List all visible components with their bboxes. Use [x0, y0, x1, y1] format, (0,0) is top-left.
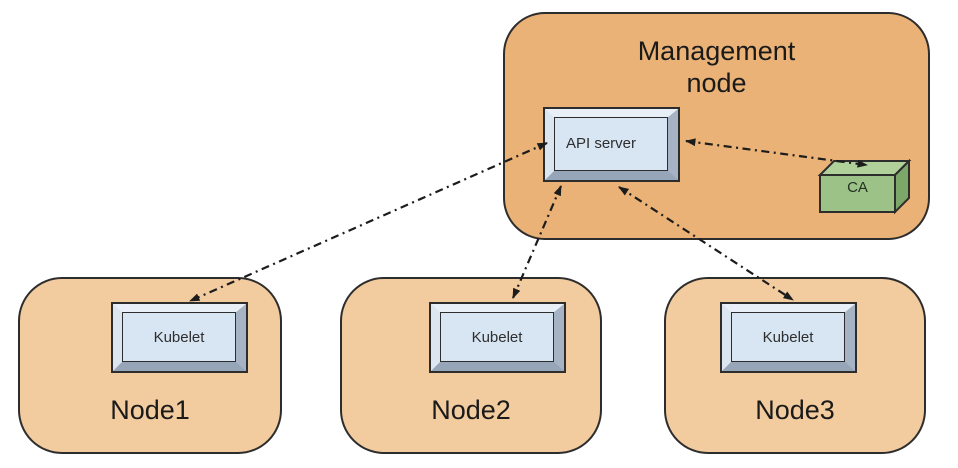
- api-server-label: API server: [566, 135, 637, 153]
- node1-label: Node1: [110, 395, 190, 425]
- node3-label: Node3: [755, 395, 835, 425]
- node2-label: Node2: [431, 395, 511, 425]
- kubelet-node2-face: Kubelet: [440, 312, 554, 362]
- kubelet-box-node2: Kubelet: [429, 302, 566, 373]
- kubelet-node1-label: Kubelet: [153, 328, 205, 346]
- api-server-box: API server: [543, 107, 680, 182]
- kubelet-box-node1: Kubelet: [111, 302, 248, 373]
- management-node-label-text: Management node: [637, 36, 796, 98]
- kubelet-node3-label: Kubelet: [762, 328, 814, 346]
- kubelet-node2-bevel: [431, 304, 564, 371]
- api-server-face: API server: [554, 117, 668, 171]
- kubelet-node1-face: Kubelet: [122, 312, 236, 362]
- ca-label: CA: [847, 179, 868, 196]
- kubelet-node2-label: Kubelet: [471, 328, 523, 346]
- management-node-label: Management node: [505, 36, 928, 100]
- kubelet-box-node3: Kubelet: [720, 302, 857, 373]
- kubelet-node3-face: Kubelet: [731, 312, 845, 362]
- kubelet-node3-bevel: [722, 304, 855, 371]
- api-server-bevel: [545, 109, 678, 180]
- kubelet-node1-bevel: [113, 304, 246, 371]
